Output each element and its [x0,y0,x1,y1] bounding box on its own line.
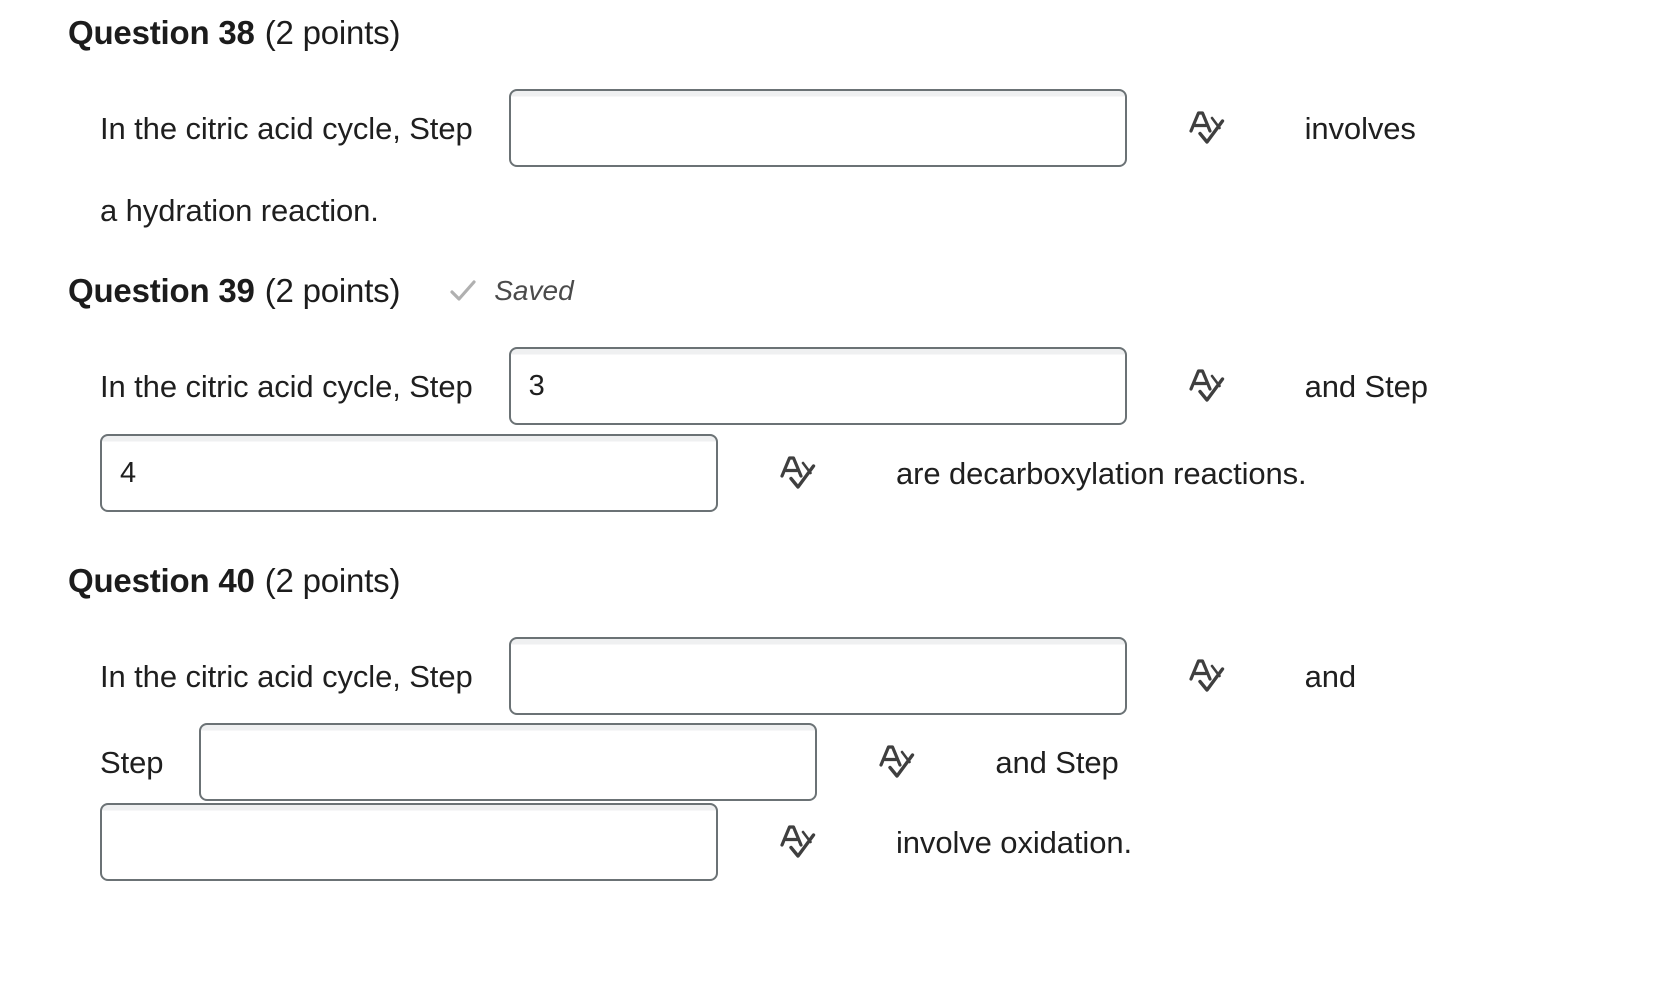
question-text: and [1304,658,1357,694]
question-text: Step [100,744,164,780]
question-line: a hydration reaction. [100,174,1652,246]
question-header: Question 38(2 points) [0,14,1672,52]
question-line: are decarboxylation reactions. [100,432,1652,514]
spellcheck-icon [776,451,820,495]
question-title: Question 39 [68,272,255,309]
question-text: are decarboxylation reactions. [896,455,1307,491]
question-body: In the citric acid cycle, Step involves a … [0,82,1672,246]
question-block-q40: Question 40(2 points) In the citric acid … [0,562,1672,882]
question-text: In the citric acid cycle, Step [100,368,473,404]
question-points: (2 points) [264,14,401,51]
question-title: Question 38 [68,14,255,51]
spellcheck-icon [1185,106,1229,150]
question-header: Question 39(2 points) Saved [0,272,1672,310]
question-block-q38: Question 38(2 points) In the citric acid … [0,14,1672,246]
blank-input[interactable] [508,347,1127,425]
spellcheck-icon [776,820,820,864]
question-header: Question 40(2 points) [0,562,1672,600]
question-line: In the citric acid cycle, Step involves [100,82,1652,174]
spellcheck-icon [1185,364,1229,408]
blank-input[interactable] [508,89,1127,167]
question-line: involve oxidation. [100,802,1652,882]
blank-input[interactable] [508,637,1127,715]
question-title: Question 40 [68,562,255,599]
blank-input[interactable] [100,434,718,512]
spellcheck-icon [875,740,919,784]
saved-label: Saved [494,275,574,306]
question-text: In the citric acid cycle, Step [100,110,473,146]
spellcheck-icon [1185,654,1229,698]
question-line: In the citric acid cycle, Step and [100,630,1652,722]
blank-input[interactable] [100,803,718,881]
question-points: (2 points) [264,272,401,309]
question-text: involve oxidation. [896,824,1133,860]
question-text: In the citric acid cycle, Step [100,658,473,694]
question-body: In the citric acid cycle, Step and Step ar… [0,340,1672,514]
check-icon [448,276,478,306]
question-text: a hydration reaction. [100,192,379,228]
question-block-q39: Question 39(2 points) Saved In the citric … [0,272,1672,514]
saved-status: Saved [448,275,574,307]
question-line: Step and Step [100,722,1652,802]
question-text: involves [1304,110,1416,146]
question-points: (2 points) [264,562,401,599]
blank-input[interactable] [199,723,818,801]
question-text: and Step [1304,368,1428,404]
question-line: In the citric acid cycle, Step and Step [100,340,1652,432]
question-text: and Step [995,744,1119,780]
